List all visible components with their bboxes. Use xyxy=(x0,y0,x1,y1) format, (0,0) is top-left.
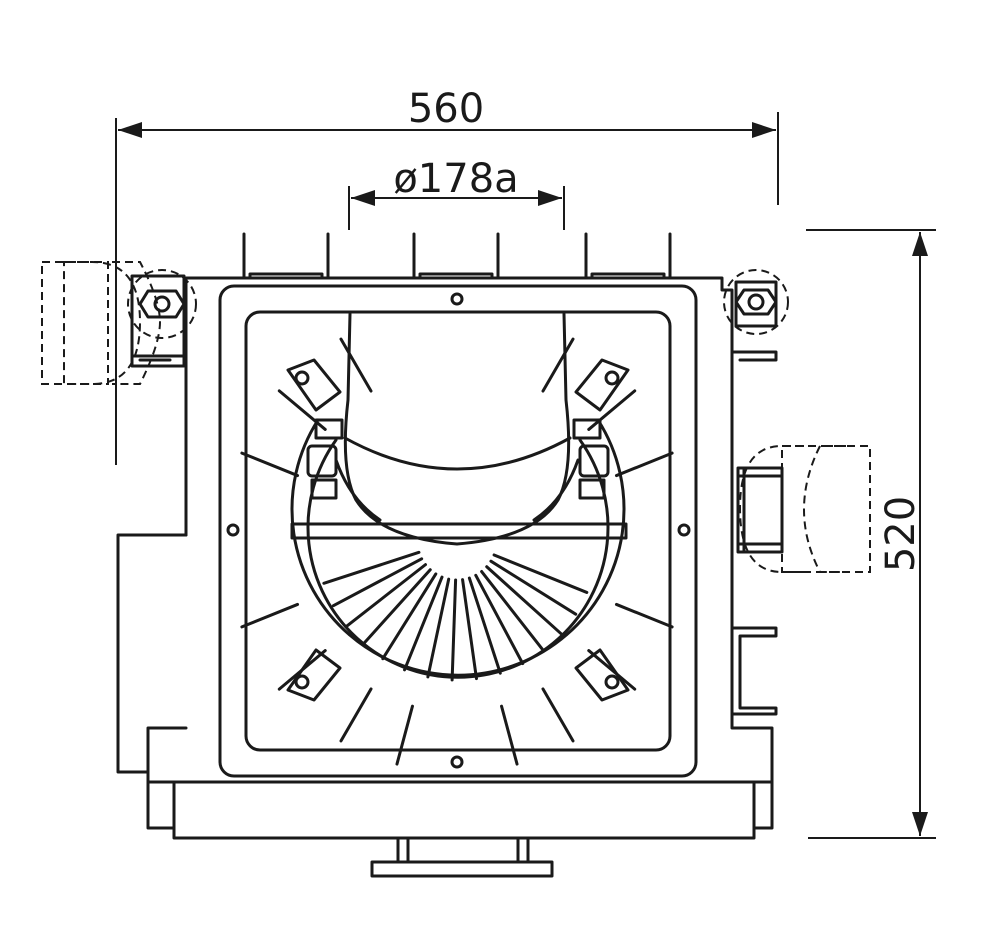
inner-ribs xyxy=(322,550,589,682)
outer-rib xyxy=(339,337,373,393)
inner-rib xyxy=(381,572,438,661)
inner-rib xyxy=(331,557,424,608)
dimension-outlet-diameter-label: ø178a xyxy=(393,156,518,202)
outer-rib xyxy=(614,602,674,629)
outer-rib xyxy=(614,451,674,478)
inner-rib xyxy=(474,573,525,666)
right-clamp-side xyxy=(736,445,871,573)
inner-rib xyxy=(345,563,427,628)
housing-outline xyxy=(116,276,774,878)
inner-frame-outer xyxy=(218,284,698,778)
frame-holes xyxy=(226,292,691,769)
inner-rib xyxy=(492,553,589,594)
outer-rib xyxy=(587,389,637,431)
inner-rib xyxy=(361,568,432,646)
top-tabs xyxy=(242,232,672,280)
inner-rib xyxy=(426,577,451,679)
outer-rib xyxy=(541,337,575,393)
right-clamp-top xyxy=(723,269,789,335)
outlet-duct xyxy=(334,312,580,546)
outer-rib xyxy=(587,649,637,691)
latch-clips xyxy=(306,418,610,500)
left-clamp xyxy=(41,261,197,385)
outer-rib xyxy=(240,451,300,478)
inner-rib xyxy=(485,565,563,636)
corner-bosses xyxy=(286,358,630,702)
dimension-width: 560 xyxy=(115,86,779,465)
outer-rib xyxy=(541,687,575,743)
inner-rib xyxy=(322,550,421,585)
dimension-width-label: 560 xyxy=(408,86,484,132)
inner-rib xyxy=(403,575,444,672)
inner-frame-inner xyxy=(244,310,672,752)
inner-rib xyxy=(480,570,545,652)
inner-rib xyxy=(450,578,458,682)
outer-rib xyxy=(395,704,414,766)
dimension-outlet-diameter: ø178a xyxy=(348,156,565,230)
outer-ribs xyxy=(240,337,674,766)
outer-rib xyxy=(277,389,327,431)
inner-rib xyxy=(489,559,578,616)
outer-rib xyxy=(339,687,373,743)
right-brackets xyxy=(730,350,778,716)
filter-body xyxy=(290,418,628,679)
outer-rib xyxy=(240,602,300,629)
outer-rib xyxy=(500,704,519,766)
inner-rib xyxy=(461,578,478,681)
dimension-height-label: 520 xyxy=(878,496,924,572)
inner-rib xyxy=(467,576,502,675)
dimension-height: 520 xyxy=(806,229,936,839)
